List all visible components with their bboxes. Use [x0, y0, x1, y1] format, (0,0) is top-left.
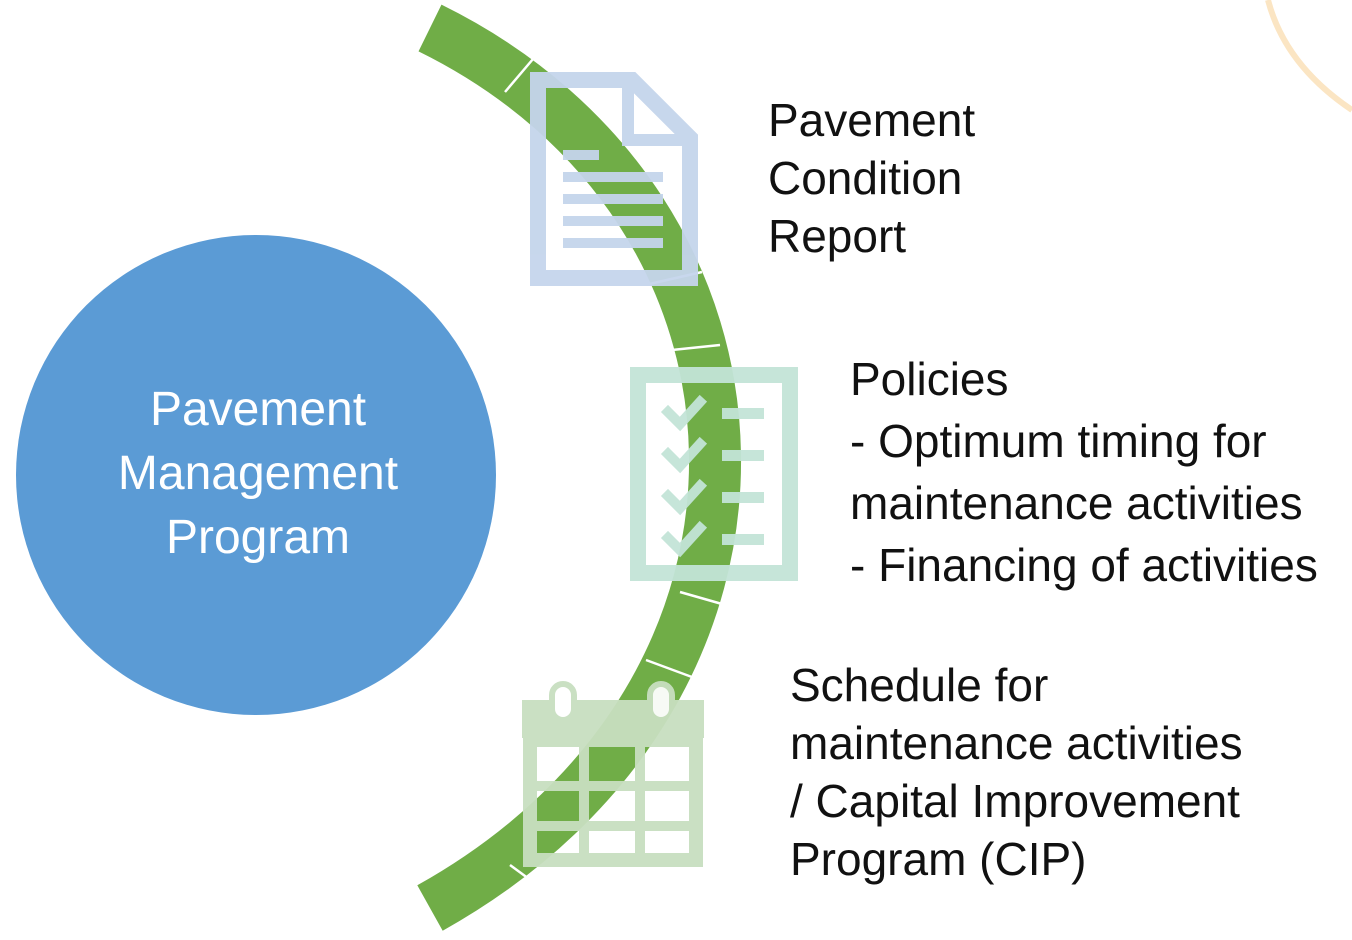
connector-arc [417, 4, 741, 931]
item-label-line: Pavement [768, 94, 976, 146]
hub-label: Pavement Management Program [40, 378, 476, 570]
item-label-line: Schedule for [790, 659, 1049, 711]
hub-circle [16, 235, 496, 715]
corner-decoration [1265, 0, 1352, 113]
calendar-icon [522, 681, 704, 867]
schedule-label: Schedule for maintenance activities / Ca… [790, 656, 1243, 888]
item-label-line: Report [768, 210, 907, 262]
item-label-line: - Financing of activities [850, 539, 1318, 591]
item-label-line: - Optimum timing for [850, 415, 1267, 467]
hub-label-line: Pavement [149, 383, 367, 436]
item-label-line: Condition [768, 152, 963, 204]
hub-label-line: Program [165, 511, 351, 564]
pavement-condition-report-label: Pavement Condition Report [768, 91, 975, 265]
item-label-line: Program (CIP) [790, 833, 1087, 885]
document-icon [530, 72, 698, 286]
policies-label: Policies - Optimum timing for maintenanc… [850, 348, 1318, 596]
item-label-line: maintenance activities [850, 477, 1303, 529]
hub-label-line: Management [117, 447, 399, 500]
checklist-icon [630, 367, 798, 581]
item-label-line: / Capital Improvement [790, 775, 1240, 827]
item-label-line: Policies [850, 353, 1009, 405]
item-label-line: maintenance activities [790, 717, 1243, 769]
